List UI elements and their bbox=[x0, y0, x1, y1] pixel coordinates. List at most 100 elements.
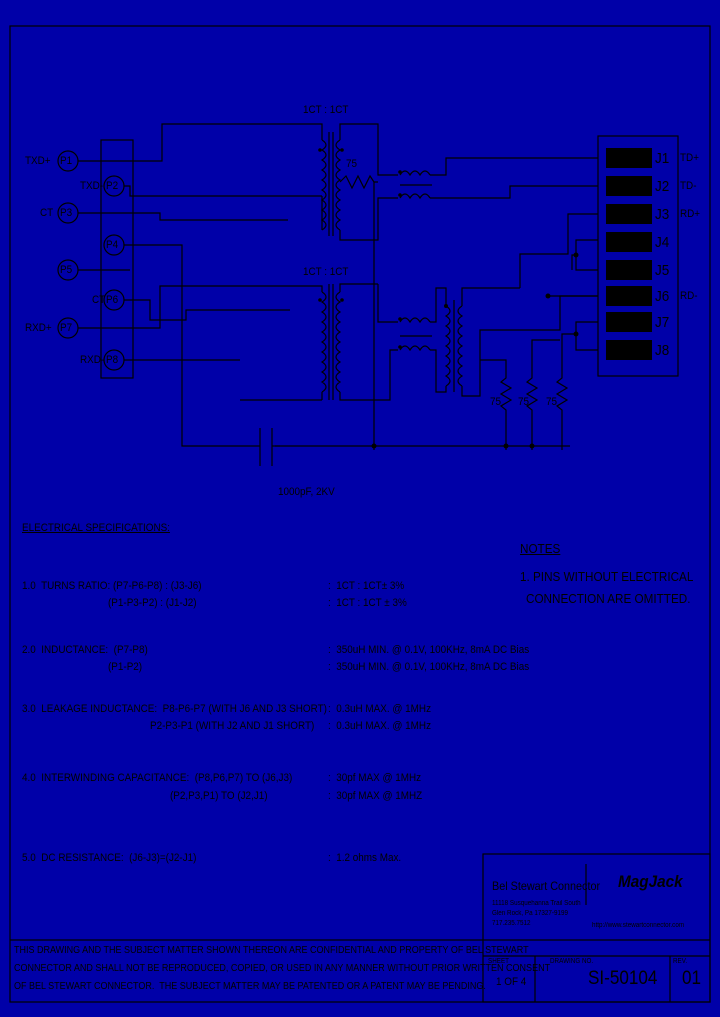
notes-heading: NOTES bbox=[520, 541, 561, 556]
company-url[interactable]: http://www.stewartconnector.com bbox=[592, 922, 685, 929]
polarity-dot bbox=[398, 317, 402, 321]
rj45-port-block bbox=[100, 139, 134, 379]
wire-j7-j8 bbox=[575, 321, 598, 351]
sheet-value: 1 OF 4 bbox=[496, 976, 527, 988]
pin-j2: J2 bbox=[655, 178, 670, 195]
wire-j4-j5 bbox=[575, 239, 598, 271]
polarity-dot bbox=[318, 298, 322, 302]
signal-rd-plus: RD+ bbox=[680, 208, 701, 220]
resistor-label-3: 75 bbox=[546, 396, 558, 408]
magjack-logo: MagJack bbox=[618, 872, 683, 891]
signal-p3: CT bbox=[40, 207, 54, 219]
wire-p2 bbox=[124, 185, 322, 197]
pin-j6: J6 bbox=[655, 288, 670, 305]
company-phone: 717.235.7512 bbox=[492, 920, 531, 927]
signal-td-plus: TD+ bbox=[680, 152, 699, 164]
spec-label: 3.0 LEAKAGE INDUCTANCE: P8-P6-P7 (WITH J… bbox=[22, 703, 327, 715]
wire-cm-a bbox=[430, 287, 447, 323]
title-block bbox=[482, 853, 711, 1003]
bottom-sec-top bbox=[339, 283, 378, 292]
signal-p2: TXD- bbox=[80, 180, 104, 192]
wire-r2 bbox=[531, 339, 560, 372]
footer-line-2: CONNECTOR AND SHALL NOT BE REPRODUCED, C… bbox=[14, 963, 551, 974]
notes-line-1: 1. PINS WITHOUT ELECTRICAL bbox=[520, 569, 694, 584]
spec-label: 1.0 TURNS RATIO: (P7-P6-P8) : (J3-J6) bbox=[22, 580, 202, 592]
junction-dot bbox=[371, 443, 377, 449]
top-choke-lower bbox=[399, 193, 431, 200]
wire-p4 bbox=[124, 244, 250, 447]
spec-label: 5.0 DC RESISTANCE: (J6-J3)=(J2-J1) bbox=[22, 852, 197, 864]
pin-p8: P8 bbox=[106, 354, 119, 366]
drawing-no-label: DRAWING NO. bbox=[550, 958, 594, 965]
pin-j3: J3 bbox=[655, 206, 670, 223]
wire-j3 bbox=[519, 213, 598, 288]
spec-label: 4.0 INTERWINDING CAPACITANCE: (P8,P6,P7)… bbox=[22, 772, 293, 784]
bottom-secondary-coil bbox=[335, 291, 342, 393]
spec-value: : 30pf MAX @ 1MHz bbox=[328, 772, 422, 784]
resistor-label-1: 75 bbox=[490, 396, 502, 408]
pin-j8: J8 bbox=[655, 342, 670, 359]
jack-block bbox=[597, 135, 679, 377]
jack-pad-j6 bbox=[606, 286, 652, 306]
pin-j5: J5 bbox=[655, 262, 670, 279]
polarity-dot bbox=[398, 193, 402, 197]
spec-label: (P2,P3,P1) TO (J2,J1) bbox=[170, 790, 268, 802]
pin-p4: P4 bbox=[106, 239, 119, 251]
resistor-label-2: 75 bbox=[518, 396, 530, 408]
spec-label: P2-P3-P1 (WITH J2 AND J1 SHORT) bbox=[150, 720, 315, 732]
spec-value: : 1.2 ohms Max. bbox=[328, 852, 402, 864]
wire-cm-b bbox=[430, 349, 447, 393]
junction-dot bbox=[529, 443, 535, 449]
rev-value: 01 bbox=[682, 968, 702, 989]
junction-dot bbox=[573, 331, 579, 337]
spec-value: : 350uH MIN. @ 0.1V, 100KHz, 8mA DC Bias bbox=[328, 644, 530, 656]
bottom-choke-upper bbox=[399, 317, 431, 324]
spec-value: : 30pf MAX @ 1MHZ bbox=[328, 790, 423, 802]
jack-pad-j8 bbox=[606, 340, 652, 360]
spec-heading: ELECTRICAL SPECIFICATIONS: bbox=[22, 522, 170, 534]
spec-value: : 0.3uH MAX. @ 1MHz bbox=[328, 703, 432, 715]
spec-value: : 1CT : 1CT± 3% bbox=[328, 580, 405, 592]
top-sec-bot bbox=[339, 197, 398, 241]
signal-p6: CT bbox=[92, 294, 106, 306]
wire-j3-a bbox=[461, 287, 520, 306]
jack-pad-j4 bbox=[606, 232, 652, 252]
rev-label: REV. bbox=[673, 958, 688, 965]
polarity-dot bbox=[340, 298, 344, 302]
pin-p7: P7 bbox=[60, 322, 73, 334]
footer-line-3: OF BEL STEWART CONNECTOR. THE SUBJECT MA… bbox=[14, 981, 486, 992]
resistor-1 bbox=[499, 372, 513, 450]
pin-j4: J4 bbox=[655, 234, 670, 251]
polarity-dot bbox=[398, 170, 402, 174]
wire-r1 bbox=[480, 359, 507, 372]
polarity-dot bbox=[444, 304, 448, 308]
top-resistor-label: 75 bbox=[346, 158, 358, 170]
wire-p1 bbox=[78, 123, 323, 162]
pin-j7: J7 bbox=[655, 314, 670, 331]
polarity-dot bbox=[398, 345, 402, 349]
notes-line-2: CONNECTION ARE OMITTED. bbox=[526, 591, 691, 606]
wire-p7 bbox=[78, 285, 323, 329]
spec-value: : 350uH MIN. @ 0.1V, 100KHz, 8mA DC Bias bbox=[328, 661, 530, 673]
bottom-primary-coil bbox=[320, 291, 327, 393]
pin-p1: P1 bbox=[60, 155, 73, 167]
signal-td-minus: TD- bbox=[680, 180, 697, 192]
spec-label: (P1-P2) bbox=[108, 661, 143, 673]
wire-j2 bbox=[430, 185, 598, 199]
jack-pad-j3 bbox=[606, 204, 652, 224]
bottom-sec-top2 bbox=[377, 284, 398, 323]
company-address-1: 11118 Susquehanna Trail South bbox=[492, 900, 581, 907]
resistor-3 bbox=[555, 372, 569, 450]
drawing-no-value: SI-50104 bbox=[588, 968, 658, 989]
signal-p1: TXD+ bbox=[25, 155, 51, 167]
common-mode-coil bbox=[444, 305, 451, 387]
drawing-border bbox=[9, 25, 711, 1003]
pin-j1: J1 bbox=[655, 150, 670, 167]
spec-value: : 1CT : 1CT ± 3% bbox=[328, 597, 407, 609]
junction-dot bbox=[573, 252, 579, 258]
signal-p8: RXD- bbox=[80, 354, 105, 366]
jack-pad-j5 bbox=[606, 260, 652, 280]
footer-line-1: THIS DRAWING AND THE SUBJECT MATTER SHOW… bbox=[14, 945, 529, 956]
